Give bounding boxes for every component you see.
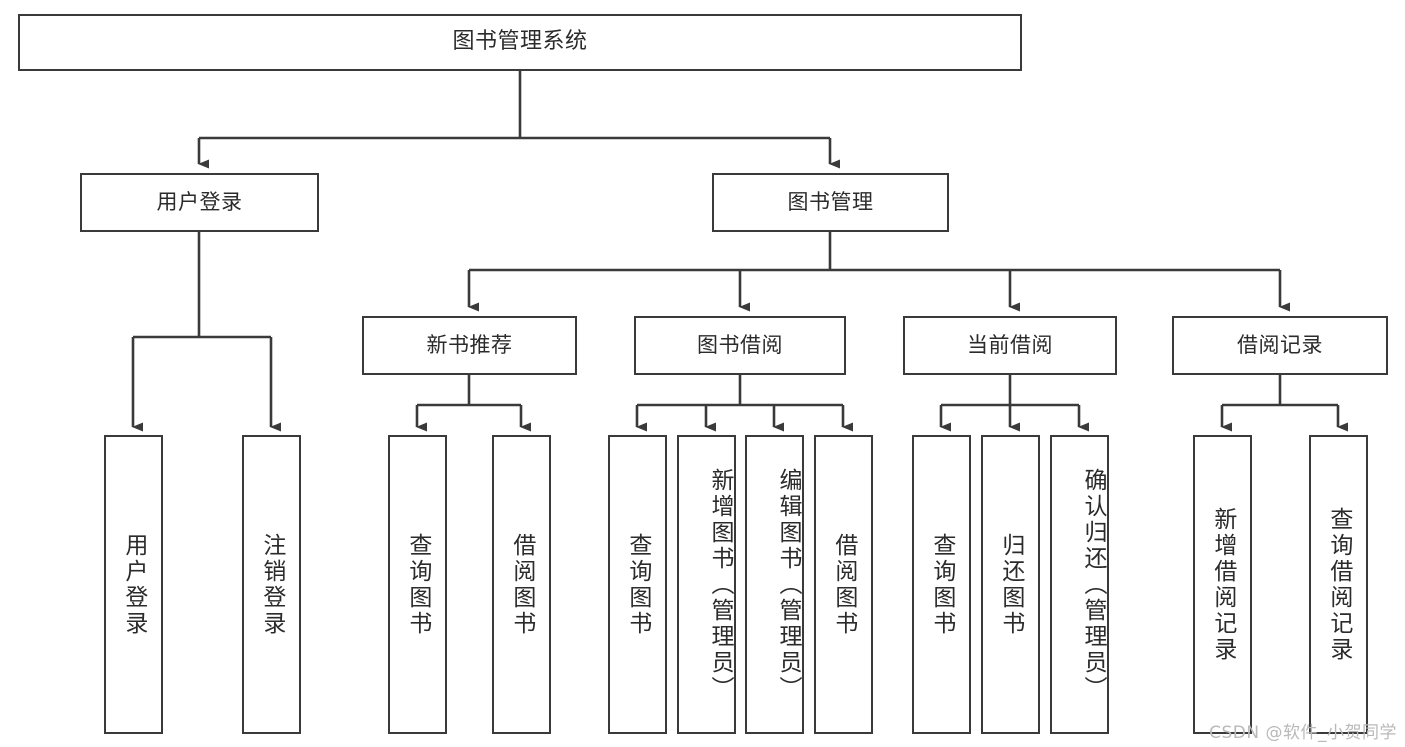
node-new-book-recommend[interactable]: 新书推荐 xyxy=(362,316,577,375)
node-label: 图书管理 xyxy=(787,189,874,214)
leaf-borrow-add-book-admin[interactable]: 新增图书（管理员） xyxy=(677,435,736,734)
node-label: 编辑图书（管理员） xyxy=(775,467,801,702)
node-label: 借阅图书 xyxy=(508,532,535,637)
node-label: 查询图书 xyxy=(928,532,955,637)
leaf-borrow-edit-book-admin[interactable]: 编辑图书（管理员） xyxy=(745,435,804,734)
node-borrow-record[interactable]: 借阅记录 xyxy=(1172,316,1388,375)
node-book-borrow[interactable]: 图书借阅 xyxy=(634,316,846,375)
leaf-user-login-signin[interactable]: 用户登录 xyxy=(104,435,163,734)
node-label: 查询图书 xyxy=(404,532,431,637)
node-label: 新增图书（管理员） xyxy=(707,467,733,702)
node-label: 归还图书 xyxy=(997,532,1024,637)
csdn-watermark: CSDN @软件_小贺同学 xyxy=(1209,723,1397,743)
leaf-current-confirm-return-admin[interactable]: 确认归还（管理员） xyxy=(1050,435,1109,734)
leaf-borrow-lend-book[interactable]: 借阅图书 xyxy=(814,435,873,734)
node-label: 查询图书 xyxy=(624,532,651,637)
node-label: 图书借阅 xyxy=(697,332,783,357)
leaf-newbook-borrow-book[interactable]: 借阅图书 xyxy=(492,435,551,734)
node-label: 用户登录 xyxy=(156,189,243,214)
node-label: 确认归还（管理员） xyxy=(1080,467,1106,702)
node-label: 新书推荐 xyxy=(426,332,513,357)
node-current-borrow[interactable]: 当前借阅 xyxy=(903,316,1117,375)
node-label: 当前借阅 xyxy=(967,332,1053,357)
node-root-system[interactable]: 图书管理系统 xyxy=(18,14,1022,71)
node-label: 注销登录 xyxy=(258,532,285,637)
leaf-record-query-record[interactable]: 查询借阅记录 xyxy=(1309,435,1368,734)
leaf-newbook-query-book[interactable]: 查询图书 xyxy=(388,435,447,734)
leaf-borrow-query-book[interactable]: 查询图书 xyxy=(608,435,667,734)
node-label: 用户登录 xyxy=(120,532,147,637)
node-label: 图书管理系统 xyxy=(452,29,588,55)
leaf-current-query-book[interactable]: 查询图书 xyxy=(912,435,971,734)
node-label: 新增借阅记录 xyxy=(1209,506,1236,663)
node-label: 查询借阅记录 xyxy=(1325,506,1352,663)
node-label: 借阅记录 xyxy=(1237,332,1323,357)
leaf-current-return-book[interactable]: 归还图书 xyxy=(981,435,1040,734)
leaf-record-add-record[interactable]: 新增借阅记录 xyxy=(1193,435,1252,734)
node-book-management[interactable]: 图书管理 xyxy=(712,173,949,232)
leaf-user-login-signout[interactable]: 注销登录 xyxy=(242,435,301,734)
node-label: 借阅图书 xyxy=(830,532,857,637)
node-user-login[interactable]: 用户登录 xyxy=(80,173,319,232)
